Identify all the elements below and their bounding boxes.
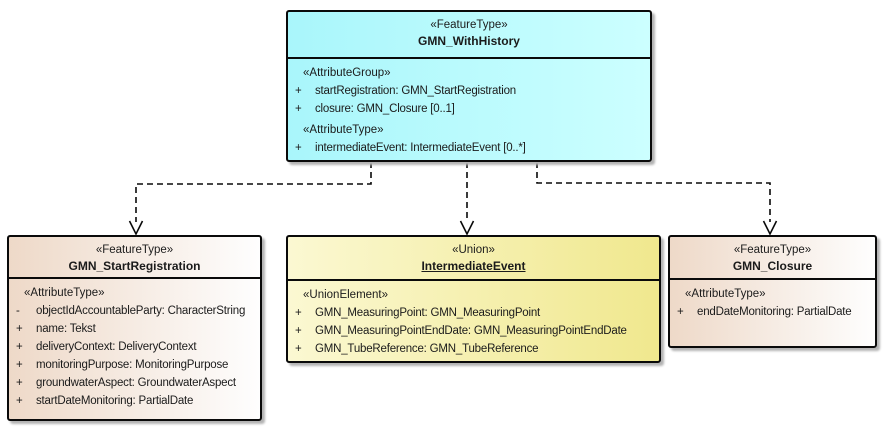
open-arrowhead-startregistration xyxy=(128,220,144,236)
class-body: «AttributeGroup» + startRegistration: GMN… xyxy=(288,59,650,157)
visibility-marker: + xyxy=(16,323,23,335)
stereotype-label: «FeatureType» xyxy=(733,244,812,256)
visibility-marker: + xyxy=(295,343,302,355)
attribute-row: + GMN_MeasuringPointEndDate: GMN_Measurin… xyxy=(288,322,659,340)
class-header: «FeatureType» GMN_StartRegistration xyxy=(9,237,260,279)
attribute-row: + GMN_MeasuringPoint: GMN_MeasuringPoint xyxy=(288,304,659,322)
class-name: GMN_StartRegistration xyxy=(68,259,201,273)
visibility-marker: + xyxy=(16,341,23,353)
attribute-text: intermediateEvent: IntermediateEvent [0.… xyxy=(315,142,526,154)
class-body: «AttributeType» + endDateMonitoring: Part… xyxy=(670,280,875,321)
attribute-text: startDateMonitoring: PartialDate xyxy=(36,395,194,407)
attribute-text: monitoringPurpose: MonitoringPurpose xyxy=(36,359,229,371)
attribute-row: + closure: GMN_Closure [0..1] xyxy=(288,100,650,118)
class-box-gmn-closure[interactable]: «FeatureType» GMN_Closure «AttributeType… xyxy=(668,235,877,348)
visibility-marker: + xyxy=(295,142,302,154)
dependency-line-withhistory-closure xyxy=(536,162,771,222)
attribute-row: + GMN_TubeReference: GMN_TubeReference xyxy=(288,340,659,358)
class-box-intermediateevent[interactable]: «Union» IntermediateEvent «UnionElement»… xyxy=(286,235,661,363)
dependency-line-withhistory-startregistration xyxy=(135,162,372,222)
class-header: «Union» IntermediateEvent xyxy=(288,237,659,281)
visibility-marker: + xyxy=(16,359,23,371)
attribute-text: objectIdAccountableParty: CharacterStrin… xyxy=(36,305,246,317)
attribute-group-label: «AttributeGroup» xyxy=(303,67,391,79)
attribute-row: + groundwaterAspect: GroundwaterAspect xyxy=(9,374,260,392)
attribute-row: + startDateMonitoring: PartialDate xyxy=(9,392,260,410)
attribute-text: groundwaterAspect: GroundwaterAspect xyxy=(36,377,236,389)
attribute-text: deliveryContext: DeliveryContext xyxy=(36,341,197,353)
visibility-marker: - xyxy=(16,305,20,317)
stereotype-label: «Union» xyxy=(452,244,495,256)
visibility-marker: + xyxy=(677,306,684,318)
attribute-row: + intermediateEvent: IntermediateEvent [0… xyxy=(288,139,650,157)
class-name: GMN_Closure xyxy=(732,259,813,273)
attribute-row: + monitoringPurpose: MonitoringPurpose xyxy=(9,356,260,374)
class-body: «UnionElement» + GMN_MeasuringPoint: GMN_… xyxy=(288,281,659,358)
attribute-row: + deliveryContext: DeliveryContext xyxy=(9,338,260,356)
attribute-text: GMN_MeasuringPoint: GMN_MeasuringPoint xyxy=(315,307,541,319)
visibility-marker: + xyxy=(16,395,23,407)
visibility-marker: + xyxy=(295,325,302,337)
class-header: «FeatureType» GMN_WithHistory xyxy=(288,12,650,59)
attribute-row: - objectIdAccountableParty: CharacterStri… xyxy=(9,302,260,320)
attribute-group-label: «AttributeType» xyxy=(685,288,766,300)
class-box-gmn-withhistory[interactable]: «FeatureType» GMN_WithHistory «Attribute… xyxy=(286,10,652,162)
class-name: IntermediateEvent xyxy=(421,259,526,273)
attribute-group-label: «UnionElement» xyxy=(303,289,389,301)
stereotype-label: «FeatureType» xyxy=(430,19,508,31)
attribute-text: startRegistration: GMN_StartRegistration xyxy=(315,85,516,97)
class-name: GMN_WithHistory xyxy=(418,34,520,48)
attribute-row: + name: Tekst xyxy=(9,320,260,338)
attribute-text: name: Tekst xyxy=(36,323,96,335)
attribute-group-label: «AttributeType» xyxy=(24,287,105,299)
attribute-text: endDateMonitoring: PartialDate xyxy=(697,306,852,318)
attribute-text: GMN_TubeReference: GMN_TubeReference xyxy=(315,343,539,355)
visibility-marker: + xyxy=(295,103,302,115)
stereotype-label: «FeatureType» xyxy=(95,244,174,256)
open-arrowhead-closure xyxy=(762,220,778,236)
attribute-text: closure: GMN_Closure [0..1] xyxy=(315,103,455,115)
visibility-marker: + xyxy=(295,307,302,319)
attribute-row: + endDateMonitoring: PartialDate xyxy=(670,303,875,321)
attribute-text: GMN_MeasuringPointEndDate: GMN_Measuring… xyxy=(315,325,627,337)
open-arrowhead-intermediateevent xyxy=(459,220,475,236)
class-header: «FeatureType» GMN_Closure xyxy=(670,237,875,280)
attribute-row: + startRegistration: GMN_StartRegistratio… xyxy=(288,82,650,100)
visibility-marker: + xyxy=(295,85,302,97)
visibility-marker: + xyxy=(16,377,23,389)
attribute-group-label: «AttributeType» xyxy=(303,124,384,136)
class-body: «AttributeType» - objectIdAccountablePart… xyxy=(9,279,260,410)
class-box-gmn-startregistration[interactable]: «FeatureType» GMN_StartRegistration «Att… xyxy=(7,235,262,421)
